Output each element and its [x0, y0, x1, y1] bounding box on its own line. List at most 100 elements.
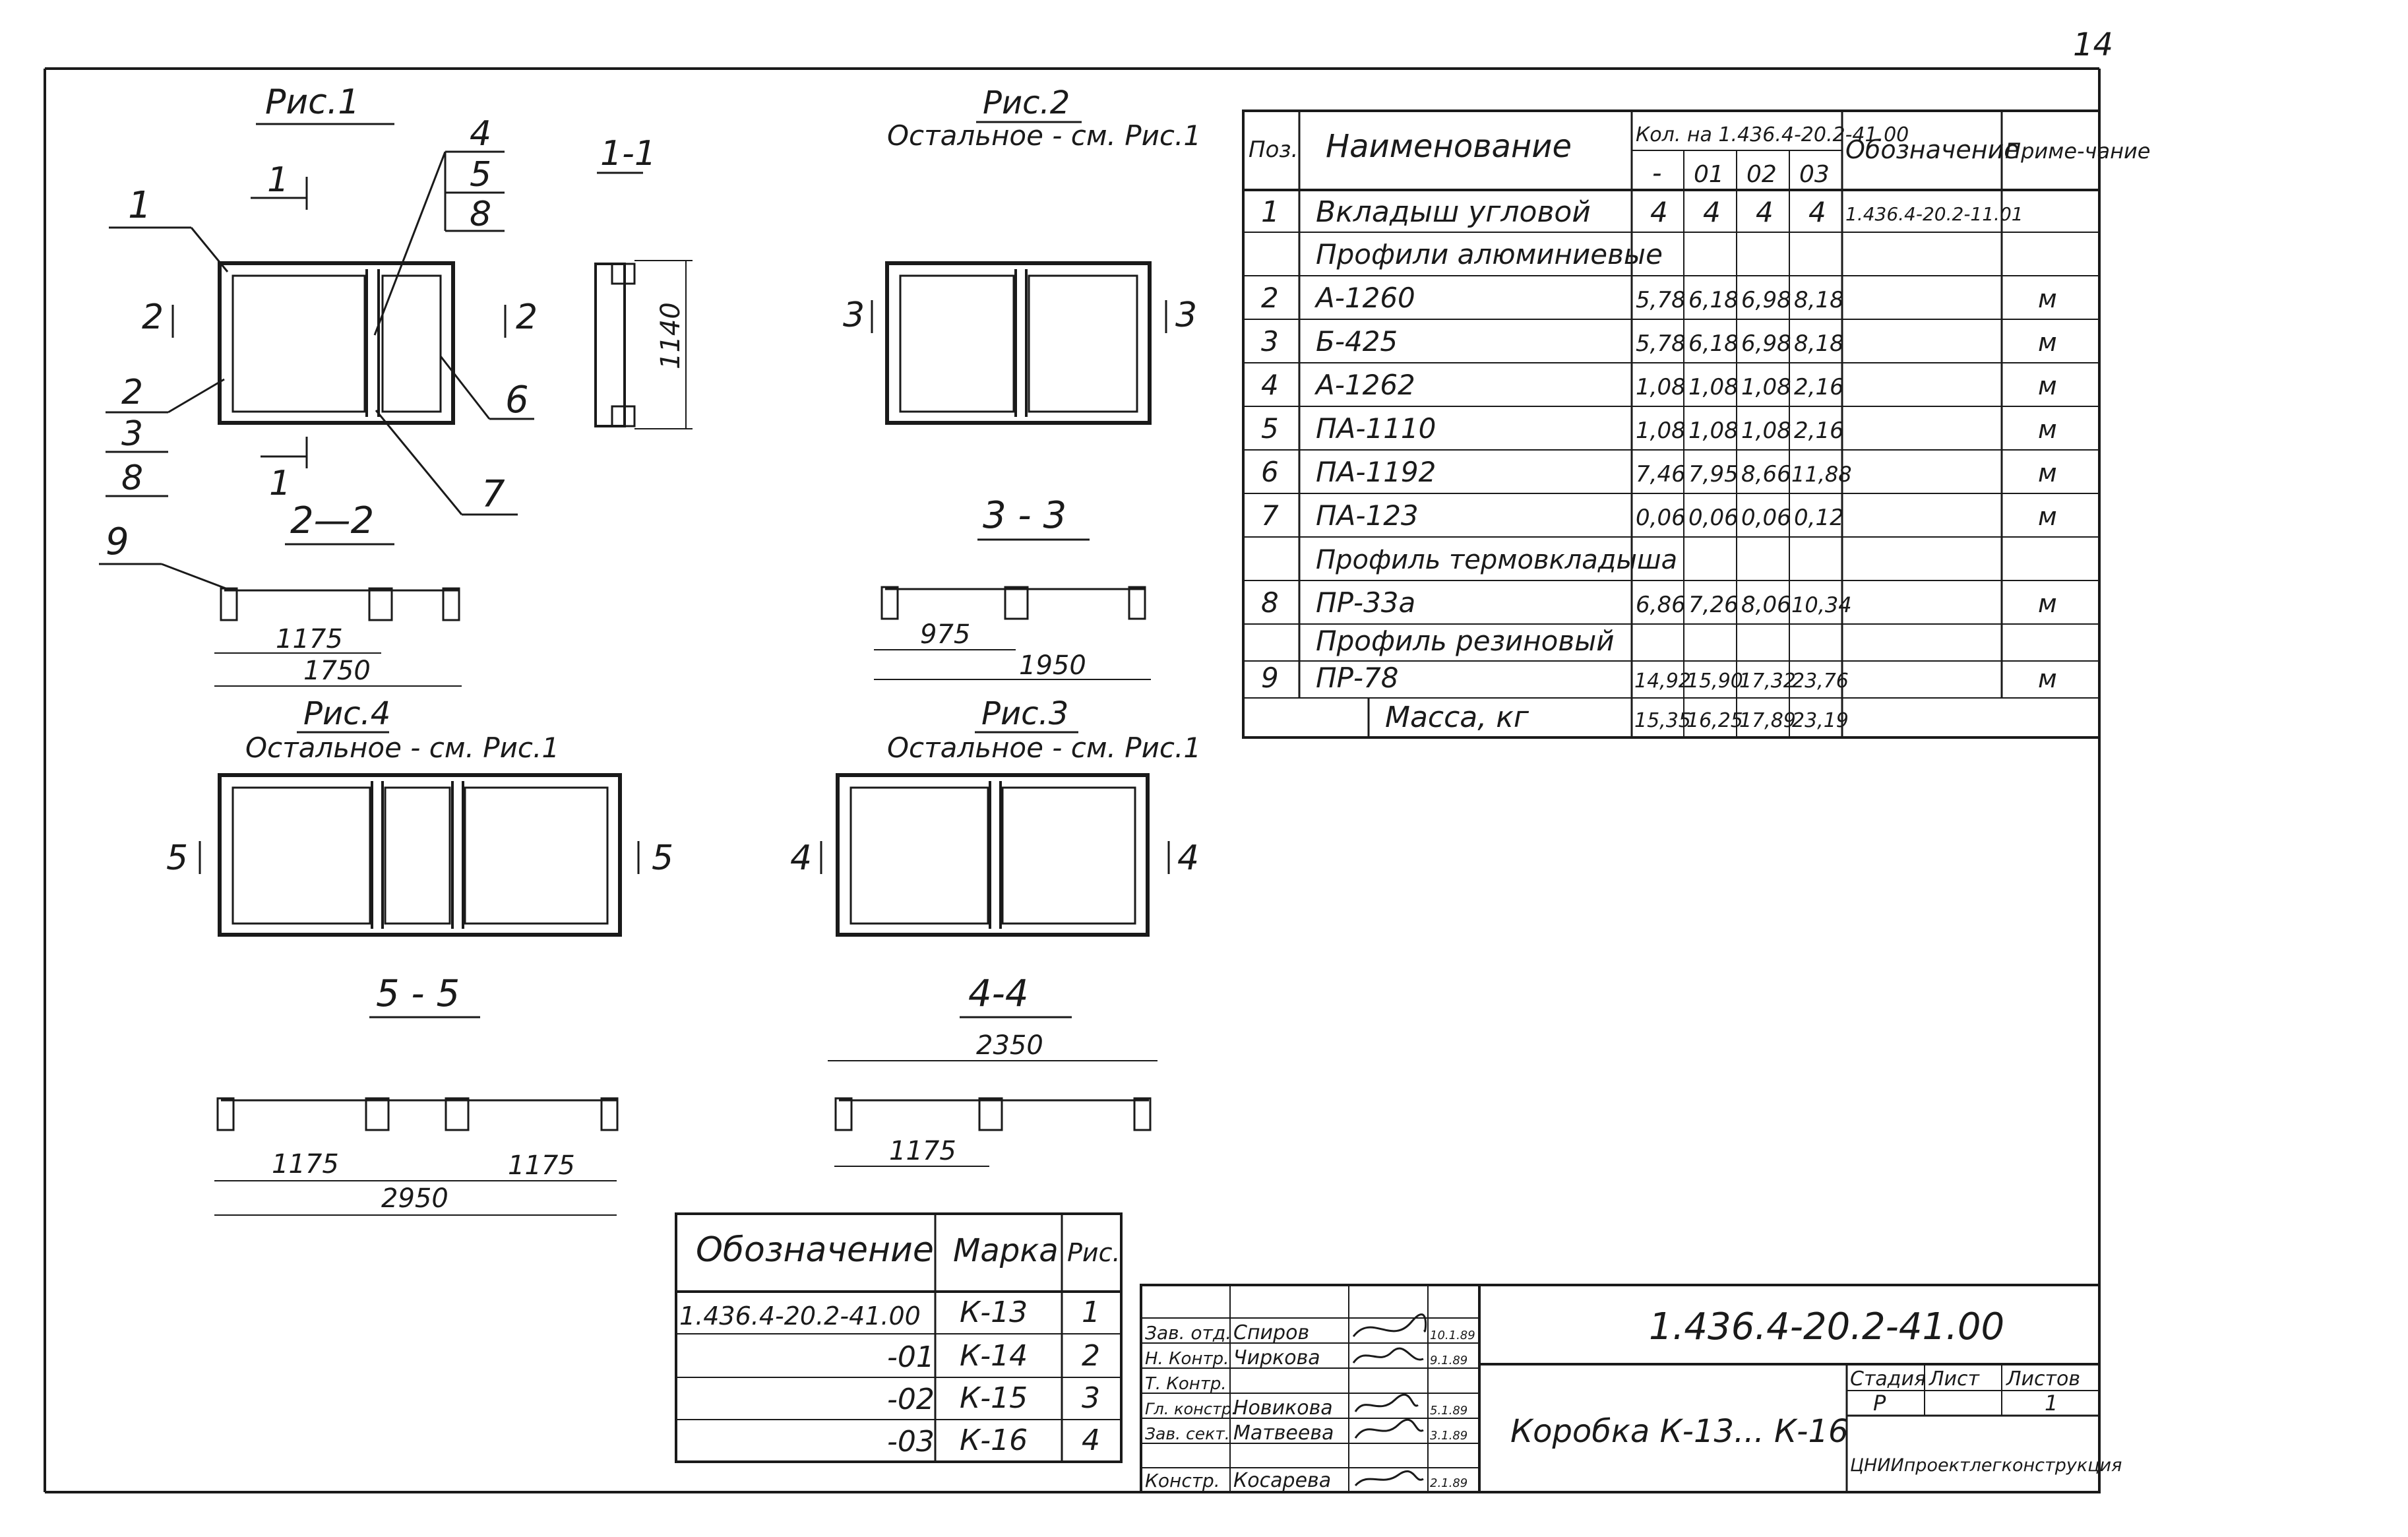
spec-row-2-name: А-1260 — [1314, 282, 1415, 314]
spec-row-7-q0: 0,06 — [1636, 505, 1686, 531]
section-3-3-profile — [874, 586, 1151, 680]
fig1-title: Рис.1 — [265, 82, 359, 122]
spec-mass-q2: 17,89 — [1739, 709, 1796, 732]
fig4-frame — [218, 773, 622, 937]
spec-row-4-name: А-1262 — [1314, 369, 1415, 401]
marks-row-2-des: -02 — [887, 1383, 935, 1416]
sign-role-2: Т. Контр. — [1145, 1374, 1227, 1394]
spec-row-2-q0: 5,78 — [1636, 287, 1686, 313]
spec-row-0-pos: 1 — [1261, 195, 1280, 229]
marks-table — [675, 1212, 1123, 1463]
spec-row-4-q1: 1,08 — [1688, 374, 1739, 400]
section-2-2-label: 2—2 — [290, 499, 374, 542]
spec-row-5-pos: 5 — [1261, 412, 1279, 445]
sheets-label: Листов — [2006, 1367, 2080, 1391]
sign-name-3: Новикова — [1233, 1396, 1333, 1420]
marks-row-1-mark: К-14 — [960, 1339, 1028, 1373]
callout-6: 6 — [505, 379, 529, 422]
signature-rows: Зав. отд. Спиров 10.1.89 Н. Контр. Чирко… — [1145, 1321, 1475, 1492]
spec-row-5-q3: 2,16 — [1794, 418, 1844, 444]
spec-row-3-note: м — [2038, 328, 2057, 357]
spec-row-6-q3: 11,88 — [1791, 462, 1852, 487]
spec-row-0-q0: 4 — [1650, 196, 1668, 228]
cut-mark-5-right: 5 — [652, 838, 673, 878]
dim-1140: 1140 — [656, 302, 686, 369]
spec-row-9-note: м — [2038, 589, 2057, 618]
doc-number: 1.436.4-20.2-41.00 — [1649, 1305, 2004, 1348]
section-4-4-label: 4-4 — [968, 972, 1028, 1015]
spec-row-6-name: ПА-1192 — [1316, 456, 1436, 488]
marks-row-0-fig: 1 — [1082, 1296, 1100, 1329]
spec-row-3-q3: 8,18 — [1794, 330, 1844, 357]
fig2-note: Остальное - см. Рис.1 — [887, 119, 1201, 152]
dim-1175-right-5-5: 1175 — [508, 1150, 575, 1181]
spec-row-3-q2: 6,98 — [1741, 330, 1791, 357]
spec-row-2-q3: 8,18 — [1794, 287, 1844, 313]
spec-row-6-q2: 8,66 — [1741, 461, 1791, 487]
sign-name-4: Матвеева — [1233, 1422, 1334, 1445]
sheets-value: 1 — [2045, 1391, 2058, 1416]
stage-label: Стадия — [1850, 1367, 1926, 1391]
spec-row-7-q1: 0,06 — [1688, 505, 1739, 531]
spec-row-9-pos: 8 — [1261, 586, 1279, 619]
spec-row-4-q0: 1,08 — [1636, 374, 1686, 400]
fig3-note: Остальное - см. Рис.1 — [887, 732, 1201, 764]
spec-row-6-q1: 7,95 — [1688, 461, 1739, 487]
section-1-1-label: 1-1 — [600, 134, 656, 173]
marks-header-designation: Обозначение — [696, 1230, 934, 1270]
cut-mark-2-left: 2 — [142, 298, 164, 337]
spec-row-9-q3: 10,34 — [1791, 592, 1852, 617]
spec-row-6-pos: 6 — [1261, 456, 1279, 488]
callout-3: 3 — [121, 414, 143, 454]
cut-mark-2-right: 2 — [516, 298, 538, 337]
organization: ЦНИИпроектлегконструкция — [1850, 1455, 2122, 1476]
dim-1175-left-5-5: 1175 — [272, 1149, 339, 1179]
callout-7: 7 — [481, 473, 505, 516]
marks-row-3-mark: К-16 — [960, 1424, 1028, 1457]
cut-mark-4-right: 4 — [1177, 838, 1199, 878]
spec-header-note: Приме-чание — [2005, 139, 2150, 164]
dim-1750: 1750 — [303, 656, 371, 686]
spec-row-9-name: ПР-33а — [1316, 586, 1415, 619]
spec-row-2-q1: 6,18 — [1688, 287, 1739, 313]
spec-row-11-name: ПР-78 — [1316, 662, 1399, 694]
section-5-5-profile — [214, 1097, 619, 1216]
fig3-title: Рис.3 — [981, 695, 1068, 732]
handwritten-signatures — [1352, 1313, 1427, 1487]
spec-row-9-q1: 7,26 — [1688, 592, 1739, 618]
spec-row-5-q1: 1,08 — [1688, 418, 1739, 444]
spec-row-3-pos: 3 — [1261, 325, 1279, 358]
spec-row-5-q0: 1,08 — [1636, 418, 1686, 444]
sign-role-1: Н. Контр. — [1145, 1349, 1229, 1369]
sign-name-1: Чиркова — [1233, 1346, 1320, 1369]
spec-row-7-note: м — [2038, 502, 2057, 531]
spec-row-10-name: Профиль резиновый — [1316, 625, 1615, 657]
spec-row-11-note: м — [2038, 664, 2057, 693]
callout-8: 8 — [121, 458, 143, 498]
spec-row-4-q2: 1,08 — [1741, 374, 1791, 400]
callout-1: 1 — [128, 184, 152, 227]
spec-row-6-q0: 7,46 — [1636, 461, 1686, 487]
spec-row-3-q0: 5,78 — [1636, 330, 1686, 357]
spec-row-6-note: м — [2038, 458, 2057, 487]
sheet-label: Лист — [1929, 1367, 1981, 1391]
spec-row-5-q2: 1,08 — [1741, 418, 1791, 444]
sign-name-0: Спиров — [1233, 1321, 1309, 1344]
spec-mass-label: Масса, кг — [1385, 701, 1529, 734]
spec-header-name: Наименование — [1326, 128, 1572, 165]
sign-role-3: Гл. констр. — [1145, 1400, 1237, 1418]
spec-row-3-name: Б-425 — [1316, 325, 1398, 358]
spec-row-3-q1: 6,18 — [1688, 330, 1739, 357]
marks-row-3-fig: 4 — [1082, 1424, 1100, 1457]
cut-mark-4-left: 4 — [790, 838, 812, 878]
spec-header-qty: Кол. на 1.436.4-20.2-41.00 — [1636, 123, 1909, 146]
fig4-title: Рис.4 — [303, 695, 390, 732]
dim-1175-4-4: 1175 — [889, 1136, 956, 1166]
dim-1175-fig1: 1175 — [276, 624, 343, 654]
marks-row-0-mark: К-13 — [960, 1296, 1028, 1329]
callout-8-top: 8 — [470, 195, 491, 234]
spec-row-8-name: Профиль термовкладыша — [1316, 545, 1677, 575]
spec-header-pos: Поз. — [1249, 137, 1298, 163]
spec-row-5-note: м — [2038, 415, 2057, 444]
